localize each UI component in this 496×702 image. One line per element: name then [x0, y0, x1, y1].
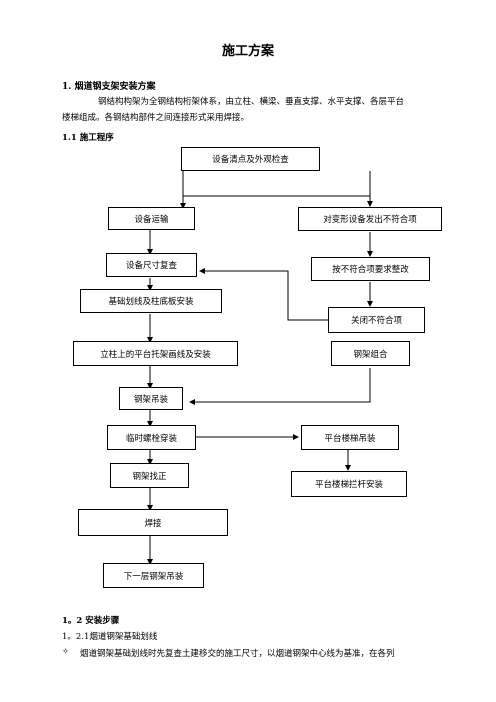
page-title: 施工方案	[221, 44, 274, 59]
section-1-1-heading: 1.1 施工程序	[62, 133, 114, 143]
section-1-2-heading: 1。2 安装步骤	[62, 616, 120, 626]
flow-box-transport: 设备运输	[108, 207, 195, 230]
flow-box-foundation-marking: 基础划线及柱底板安装	[80, 289, 222, 313]
flow-box-next-layer: 下一层钢架吊装	[103, 563, 204, 588]
intro-line-1: 钢结构构架为全钢结构桁架体系，由立柱、横梁、垂直支撑、水平支撑、各层平台	[98, 97, 405, 107]
bullet-text: 烟道钢架基础划线时先复查土建移交的施工尺寸，以烟道钢架中心线为基准，在各列	[80, 649, 395, 659]
flow-box-rectification: 按不符合项要求整改	[311, 257, 430, 281]
flow-box-railing-install: 平台楼梯拦杆安装	[291, 471, 407, 497]
flow-box-frame-lifting: 钢架吊装	[119, 387, 183, 410]
flow-box-frame-alignment: 钢架找正	[110, 463, 189, 488]
flow-box-stair-lifting: 平台楼梯吊装	[301, 425, 399, 450]
flow-box-dimension-check: 设备尺寸复查	[106, 253, 197, 277]
flow-box-nonconformance: 对变形设备发出不符合项	[298, 207, 442, 231]
flow-box-close-nonconformance: 关闭不符合项	[328, 307, 425, 333]
flow-box-frame-assembly: 钢架组合	[331, 341, 410, 366]
flow-box-inspection: 设备清点及外观检查	[181, 147, 320, 171]
subsection-1-2-1: 1。2.1烟道钢架基础划线	[62, 632, 158, 642]
flow-box-bracket-install: 立柱上的平台托架画线及安装	[73, 341, 238, 366]
section-1-heading: 1. 烟道钢支架安装方案	[62, 82, 156, 92]
flow-box-temp-bolts: 临时螺栓穿装	[107, 425, 196, 450]
bullet-icon: ✧	[62, 647, 70, 657]
flow-box-welding: 焊接	[78, 509, 228, 536]
intro-line-2: 楼梯组成。各钢结构部件之间连接形式采用焊接。	[62, 113, 250, 123]
